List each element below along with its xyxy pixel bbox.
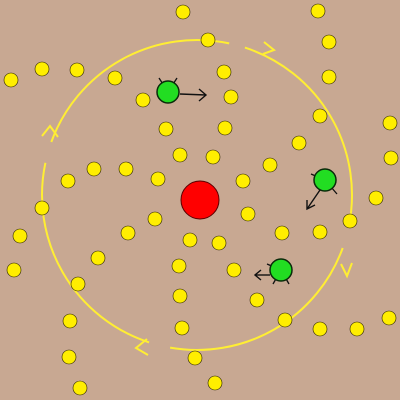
- pellet: [61, 349, 77, 365]
- pellet: [70, 276, 86, 292]
- agent-arrowhead: [253, 269, 262, 281]
- pellet: [6, 262, 22, 278]
- pellet: [207, 375, 223, 391]
- orbit-arrowhead: [340, 262, 353, 279]
- pellet: [383, 150, 399, 166]
- pellet: [147, 211, 163, 227]
- pellet: [107, 70, 123, 86]
- agent[interactable]: [313, 168, 337, 192]
- pellet: [249, 292, 265, 308]
- pellet: [150, 171, 166, 187]
- pellet: [312, 224, 328, 240]
- pellet: [174, 320, 190, 336]
- pellet: [342, 213, 358, 229]
- pellet: [223, 89, 239, 105]
- pellet: [120, 225, 136, 241]
- pellet: [118, 161, 134, 177]
- agent[interactable]: [269, 258, 293, 282]
- pellet: [3, 72, 19, 88]
- pellet: [172, 147, 188, 163]
- pellet: [277, 312, 293, 328]
- pellet: [158, 121, 174, 137]
- agent[interactable]: [156, 80, 180, 104]
- pellet: [310, 3, 326, 19]
- pellet: [62, 313, 78, 329]
- pellet: [12, 228, 28, 244]
- pellet: [172, 288, 188, 304]
- pellet: [72, 380, 88, 396]
- pellet: [368, 190, 384, 206]
- orbit-arc: [41, 162, 150, 344]
- pellet: [205, 149, 221, 165]
- agent-direction-arrow: [306, 189, 321, 210]
- orbit-arc: [50, 39, 230, 143]
- pellet: [187, 350, 203, 366]
- pellet: [235, 173, 251, 189]
- pellet: [349, 321, 365, 337]
- pellet: [90, 250, 106, 266]
- pellet: [262, 157, 278, 173]
- orbit-arrowhead: [41, 124, 59, 138]
- pellet: [274, 225, 290, 241]
- pellet: [34, 61, 50, 77]
- agent-arrowhead: [306, 200, 316, 211]
- orbit-arc: [169, 247, 344, 351]
- pellet: [135, 92, 151, 108]
- orbit-arrowhead: [134, 338, 149, 356]
- pellet: [217, 120, 233, 136]
- pellet: [69, 62, 85, 78]
- pellet: [175, 4, 191, 20]
- pellet: [312, 108, 328, 124]
- pellet: [86, 161, 102, 177]
- orbit-arrowhead: [262, 41, 277, 55]
- pellet: [171, 258, 187, 274]
- pellet: [321, 34, 337, 50]
- pellet: [60, 173, 76, 189]
- orbit-arc: [244, 46, 353, 228]
- core-node: [180, 180, 220, 220]
- pellet: [182, 232, 198, 248]
- pellet: [211, 235, 227, 251]
- pellet: [226, 262, 242, 278]
- pellet: [240, 206, 256, 222]
- pellet: [381, 310, 397, 326]
- agent-direction-arrow: [179, 93, 207, 96]
- pellet: [291, 135, 307, 151]
- pellet: [200, 32, 216, 48]
- pellet: [321, 69, 337, 85]
- pellet: [216, 64, 232, 80]
- pellet: [382, 115, 398, 131]
- agent-arrowhead: [198, 88, 208, 102]
- pellet: [312, 321, 328, 337]
- pellet: [34, 200, 50, 216]
